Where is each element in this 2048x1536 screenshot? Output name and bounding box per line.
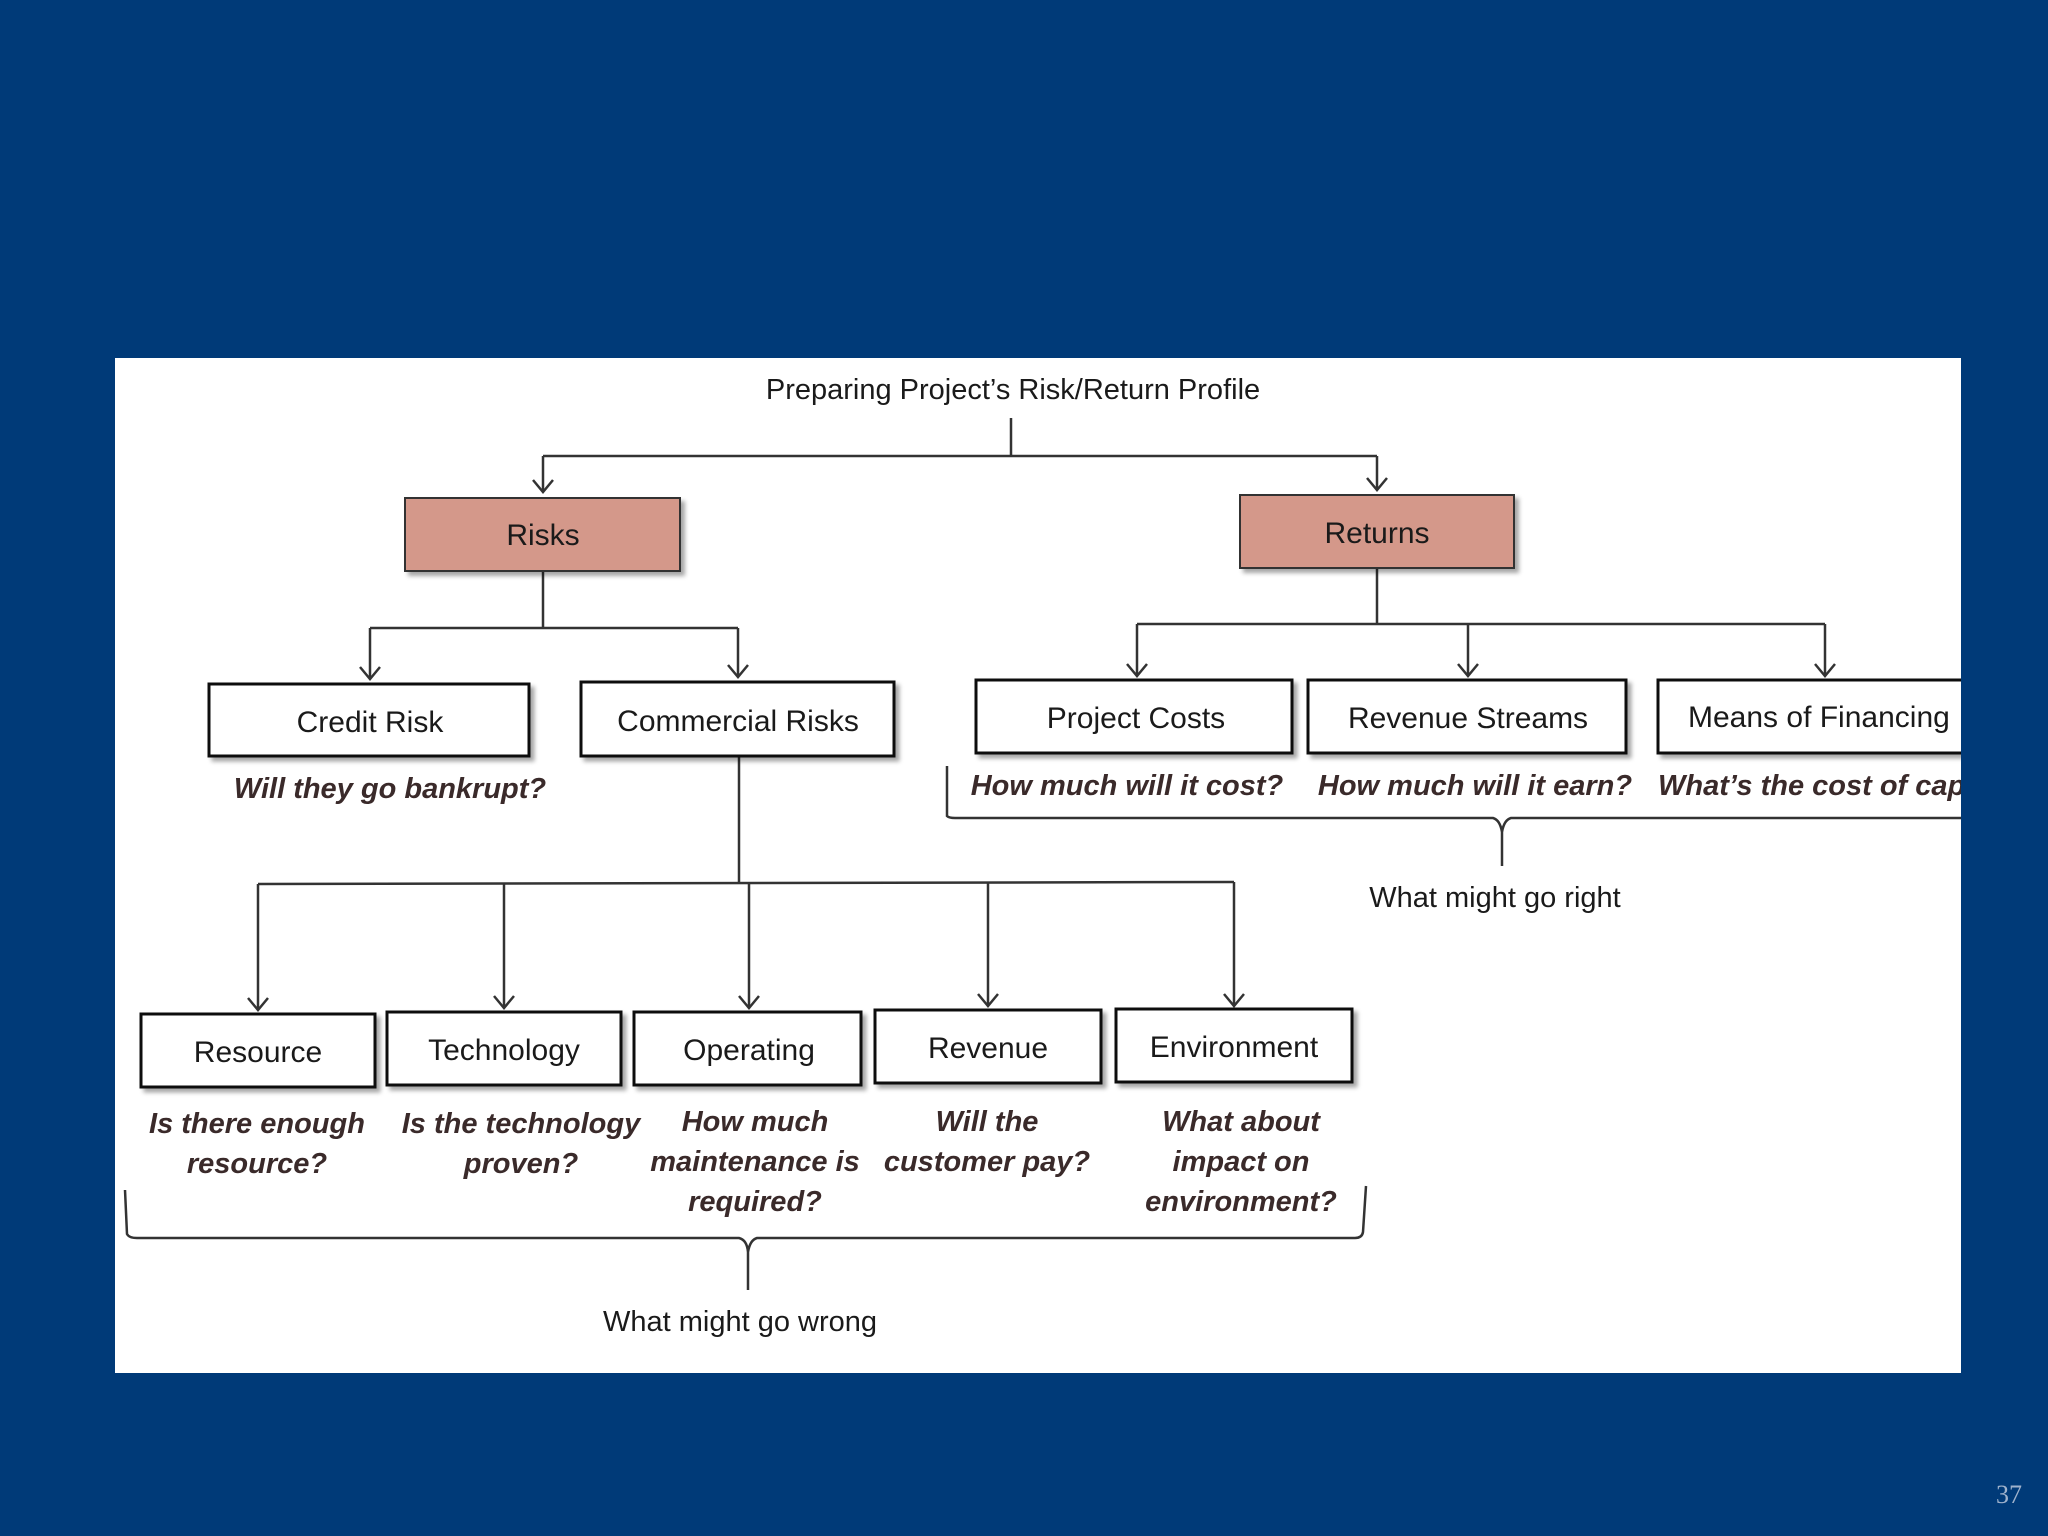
node-question-line: What about: [1162, 1106, 1321, 1138]
node-environment: Environment What about impact on environ…: [1114, 1007, 1354, 1218]
node-operating: Operating How much maintenance is requir…: [632, 1010, 863, 1218]
page-number: 37: [1996, 1480, 2022, 1509]
node-question-line: proven?: [463, 1148, 579, 1180]
node-question: How much will it earn?: [1318, 770, 1632, 802]
category-risks-label: Risks: [506, 519, 579, 552]
node-label: Means of Financing: [1688, 701, 1950, 734]
node-revenue: Revenue Will the customer pay?: [873, 1008, 1103, 1178]
node-question-line: Will the: [936, 1106, 1039, 1138]
diagram-title: Preparing Project’s Risk/Return Profile: [766, 374, 1260, 406]
node-label: Project Costs: [1047, 702, 1225, 735]
category-returns-label: Returns: [1324, 517, 1429, 550]
node-question-line: resource?: [187, 1148, 328, 1180]
node-technology: Technology Is the technology proven?: [385, 1010, 642, 1180]
category-returns: Returns: [1239, 494, 1515, 569]
node-commercial-risks: Commercial Risks: [579, 680, 896, 758]
node-question-line: environment?: [1145, 1186, 1337, 1218]
node-question-line: customer pay?: [884, 1146, 1091, 1178]
node-label: Commercial Risks: [617, 705, 859, 738]
node-question: Will they go bankrupt?: [234, 773, 547, 805]
node-question-line: How much: [682, 1106, 829, 1138]
node-label: Revenue: [928, 1032, 1048, 1065]
node-question-line: maintenance is: [650, 1146, 860, 1178]
node-label: Operating: [683, 1034, 815, 1067]
node-resource: Resource Is there enough resource?: [139, 1012, 377, 1180]
node-credit-risk: Credit Risk Will they go bankrupt?: [207, 682, 547, 805]
node-question-line: required?: [688, 1186, 822, 1218]
node-question-line: impact on: [1173, 1146, 1310, 1178]
connector-lines: [123, 418, 1961, 1290]
node-question: What’s the cost of capital?: [1658, 770, 1961, 802]
node-question-line: Is the technology: [402, 1108, 642, 1140]
node-revenue-streams: Revenue Streams How much will it earn?: [1306, 678, 1632, 802]
node-label: Environment: [1150, 1031, 1319, 1064]
node-label: Technology: [428, 1034, 580, 1067]
brace-label-right: What might go right: [1369, 882, 1620, 914]
node-project-costs: Project Costs How much will it cost?: [971, 678, 1294, 802]
brace-label-wrong: What might go wrong: [603, 1306, 877, 1338]
node-label: Credit Risk: [297, 706, 445, 739]
node-question-line: Is there enough: [149, 1108, 365, 1140]
node-means-of-financing: Means of Financing What’s the cost of ca…: [1656, 678, 1961, 802]
node-label: Revenue Streams: [1348, 702, 1588, 735]
node-question: How much will it cost?: [971, 770, 1284, 802]
category-risks: Risks: [404, 497, 681, 572]
node-label: Resource: [194, 1036, 322, 1069]
risk-return-diagram: Preparing Project’s Risk/Return Profile: [123, 374, 1961, 1338]
diagram-figure: Preparing Project’s Risk/Return Profile: [115, 358, 1961, 1373]
